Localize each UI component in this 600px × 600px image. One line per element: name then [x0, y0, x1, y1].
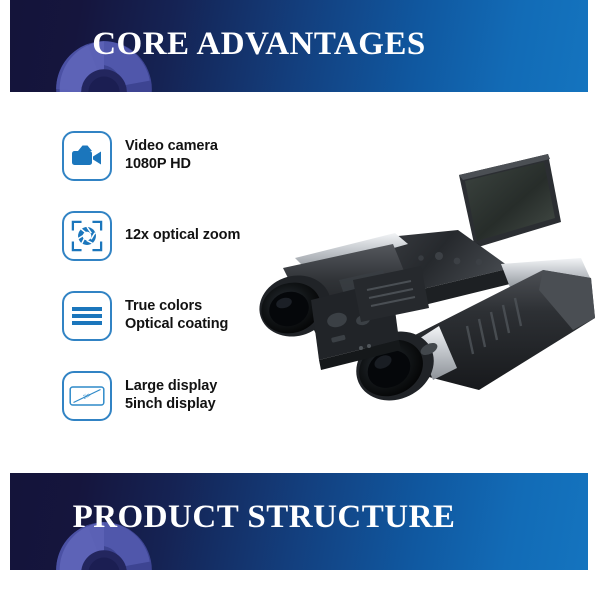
product-lcd-screen [459, 154, 561, 248]
section-banner-product-structure: PRODUCT STRUCTURE [10, 473, 588, 570]
feature-label-line2: 5inch display [125, 396, 216, 412]
feature-item-large-display: 2in Large display 5inch display [62, 366, 292, 426]
feature-icon-box [62, 291, 112, 341]
feature-icon-box: 2in [62, 371, 112, 421]
feature-label-line1: True colors [125, 298, 203, 315]
feature-item-optical-zoom: 12x optical zoom [62, 206, 292, 266]
feature-item-video-camera: Video camera 1080P HD [62, 126, 292, 186]
display-screen-icon: 2in [69, 386, 105, 406]
feature-icon-box [62, 131, 112, 181]
page-title-core-advantages: CORE ADVANTAGES [92, 26, 426, 62]
swirl-spiral-icon [56, 522, 152, 570]
page-title-product-structure: PRODUCT STRUCTURE [72, 499, 456, 535]
color-layers-icon [72, 307, 102, 325]
feature-label-line2: Optical coating [125, 316, 229, 332]
aperture-focus-icon [71, 220, 103, 252]
product-center-bridge [353, 266, 429, 322]
product-image-binoculars [259, 154, 595, 401]
display-size-label: 2in [82, 392, 91, 401]
feature-icon-box [62, 211, 112, 261]
feature-list: Video camera 1080P HD [62, 126, 292, 446]
header-banner-core-advantages: CORE ADVANTAGES [10, 0, 588, 92]
feature-label: True colors Optical coating [125, 298, 228, 333]
video-camera-icon [72, 145, 101, 165]
feature-label: 12x optical zoom [125, 227, 240, 245]
feature-label-line2: 1080P HD [125, 156, 191, 172]
feature-label: Video camera 1080P HD [125, 138, 218, 173]
feature-label-line1: Large display [125, 378, 218, 395]
feature-label: Large display 5inch display [125, 378, 217, 413]
feature-label-line1: 12x optical zoom [125, 227, 241, 244]
feature-label-line1: Video camera [125, 138, 218, 155]
feature-item-true-colors: True colors Optical coating [62, 286, 292, 346]
swirl-spiral-icon [56, 41, 152, 92]
aperture-blades [77, 226, 96, 245]
